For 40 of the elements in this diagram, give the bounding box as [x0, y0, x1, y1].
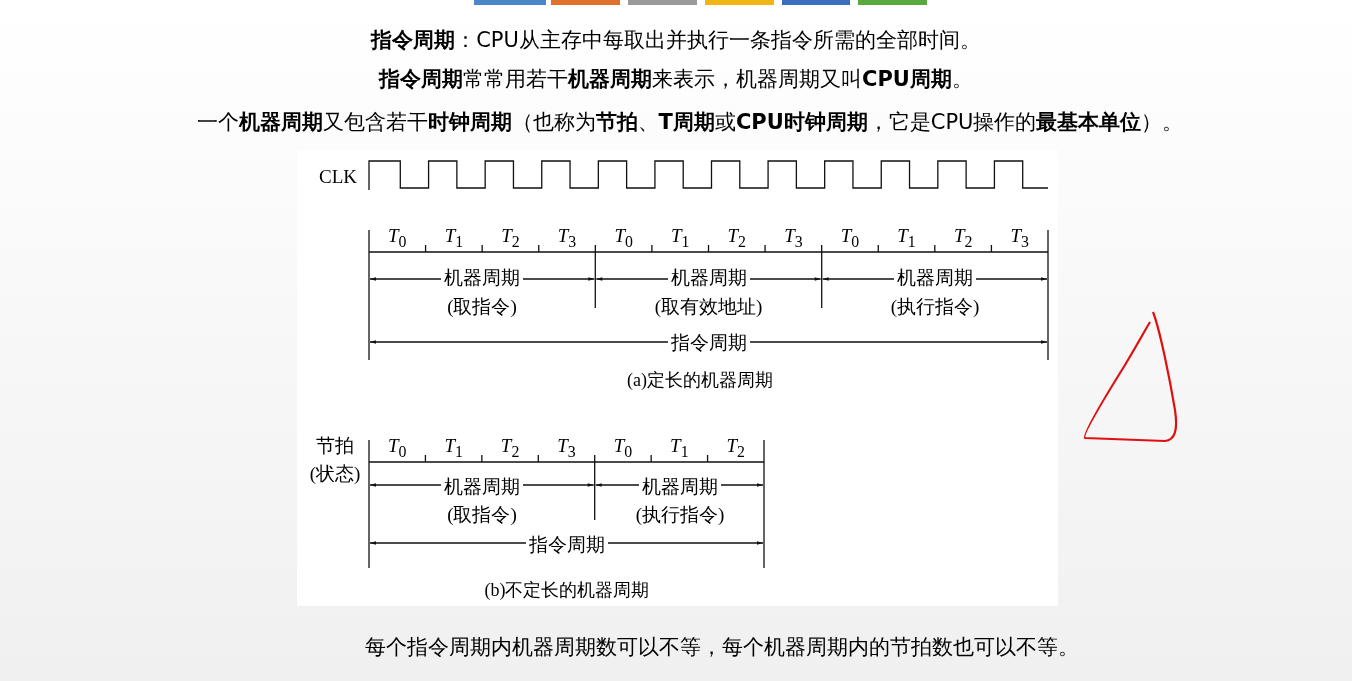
beat-label: T$_{2}$: [726, 436, 746, 460]
text-line: 指令周期常常用若干机器周期来表示，机器周期又叫CPU周期。: [379, 68, 973, 90]
interval-label: 指令周期: [526, 534, 608, 554]
beat-label: T$_{1}$: [670, 226, 690, 250]
interval-label: (取指令): [447, 296, 517, 316]
text-line: 指令周期：CPU从主存中每取出并执行一条指令所需的全部时间。: [371, 29, 981, 51]
figure-caption: (b)不定长的机器周期: [484, 581, 650, 599]
interval-label: 指令周期: [667, 332, 750, 352]
beat-label: T$_{0}$: [388, 226, 407, 250]
text-line: 每个指令周期内机器周期数可以不等，每个机器周期内的节拍数也可以不等。: [365, 636, 1079, 658]
beat-label: T$_{0}$: [387, 436, 407, 460]
interval-label: (执行指令): [890, 296, 980, 316]
interval-label: 机器周期: [894, 267, 976, 287]
interval-label: 机器周期: [639, 476, 721, 496]
interval-label: 机器周期: [441, 476, 523, 496]
beat-label: T$_{0}$: [840, 226, 860, 250]
interval-label: (取指令): [447, 504, 517, 524]
interval-label: 机器周期: [441, 267, 523, 287]
beat-label: T$_{0}$: [613, 436, 633, 460]
beat-label: T$_{2}$: [953, 226, 973, 250]
figure-caption: (a)定长的机器周期: [627, 371, 773, 389]
beat-label: T$_{1}$: [444, 436, 463, 460]
signal-label: CLK: [319, 166, 357, 186]
beat-label: T$_{0}$: [614, 226, 633, 250]
beat-label: T$_{3}$: [557, 226, 577, 250]
beat-label: T$_{1}$: [670, 436, 689, 460]
beat-label: T$_{3}$: [784, 226, 803, 250]
interval-label: 机器周期: [667, 267, 750, 287]
beat-label: T$_{2}$: [500, 436, 520, 460]
beat-label: T$_{3}$: [1010, 226, 1029, 250]
beat-label: T$_{2}$: [501, 226, 520, 250]
beat-label: T$_{1}$: [897, 226, 916, 250]
row-label: 节拍: [316, 435, 354, 455]
beat-label: T$_{1}$: [444, 226, 464, 250]
text-line: 一个机器周期又包含若干时钟周期（也称为节拍、T周期或CPU时钟周期，它是CPU操作的最基本单位）。: [196, 111, 1184, 133]
interval-label: (执行指令): [635, 504, 725, 524]
interval-label: (取有效地址): [654, 296, 763, 316]
beat-label: T$_{2}$: [727, 226, 747, 250]
beat-label: T$_{3}$: [557, 436, 576, 460]
row-label: (状态): [309, 463, 361, 483]
